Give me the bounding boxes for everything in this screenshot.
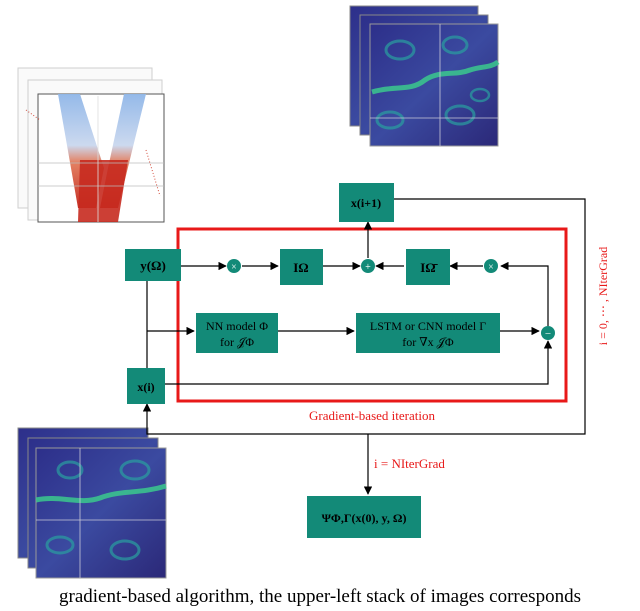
svg-text:×: ×	[231, 262, 237, 273]
left-track-image-stack	[17, 67, 165, 223]
lstm-cnn-model-box: LSTM or CNN model Γ for ∇x 𝒥Φ	[356, 313, 500, 353]
svg-text:IΩ̄: IΩ̄	[420, 260, 437, 275]
mask-omega-bar-box: IΩ̄	[406, 249, 450, 285]
svg-text:for 𝒥Φ: for 𝒥Φ	[220, 335, 254, 349]
iteration-label: Gradient-based iteration	[309, 408, 435, 423]
svg-text:NN model Φ: NN model Φ	[206, 319, 268, 333]
svg-text:×: ×	[488, 262, 494, 273]
connectors	[142, 198, 586, 495]
svg-text:y(Ω): y(Ω)	[140, 258, 166, 273]
bottom-image-stack	[17, 427, 167, 579]
mask-omega-box: IΩ	[280, 249, 323, 285]
svg-text:−: −	[545, 328, 551, 340]
output-box: ΨΦ,Γ(x(0), y, Ω)	[307, 496, 421, 538]
loop-index-label: i = 0, ⋯ , NIterGrad	[596, 247, 610, 345]
svg-text:x(i+1): x(i+1)	[351, 196, 381, 210]
x-i-box: x(i)	[127, 368, 165, 404]
multiply-node-right: ×	[484, 259, 498, 273]
svg-text:+: +	[365, 262, 371, 273]
figure-caption: gradient-based algorithm, the upper-left…	[59, 586, 581, 607]
svg-text:x(i): x(i)	[137, 380, 154, 394]
top-image-stack	[349, 5, 500, 147]
minus-node-right: −	[541, 326, 555, 340]
multiply-node-left: ×	[227, 259, 241, 273]
svg-text:IΩ: IΩ	[293, 260, 308, 275]
sum-node-center: +	[361, 259, 375, 273]
nn-model-box: NN model Φ for 𝒥Φ	[196, 313, 278, 353]
stop-condition-label: i = NIterGrad	[374, 456, 445, 471]
svg-text:ΨΦ,Γ(x(0), y, Ω): ΨΦ,Γ(x(0), y, Ω)	[322, 511, 407, 525]
ocean-field-pattern	[370, 24, 500, 146]
svg-text:LSTM or CNN model Γ: LSTM or CNN model Γ	[370, 319, 486, 333]
y-omega-box: y(Ω)	[125, 249, 181, 281]
svg-text:for ∇x 𝒥Φ: for ∇x 𝒥Φ	[402, 335, 454, 349]
x-next-box: x(i+1)	[339, 183, 394, 222]
